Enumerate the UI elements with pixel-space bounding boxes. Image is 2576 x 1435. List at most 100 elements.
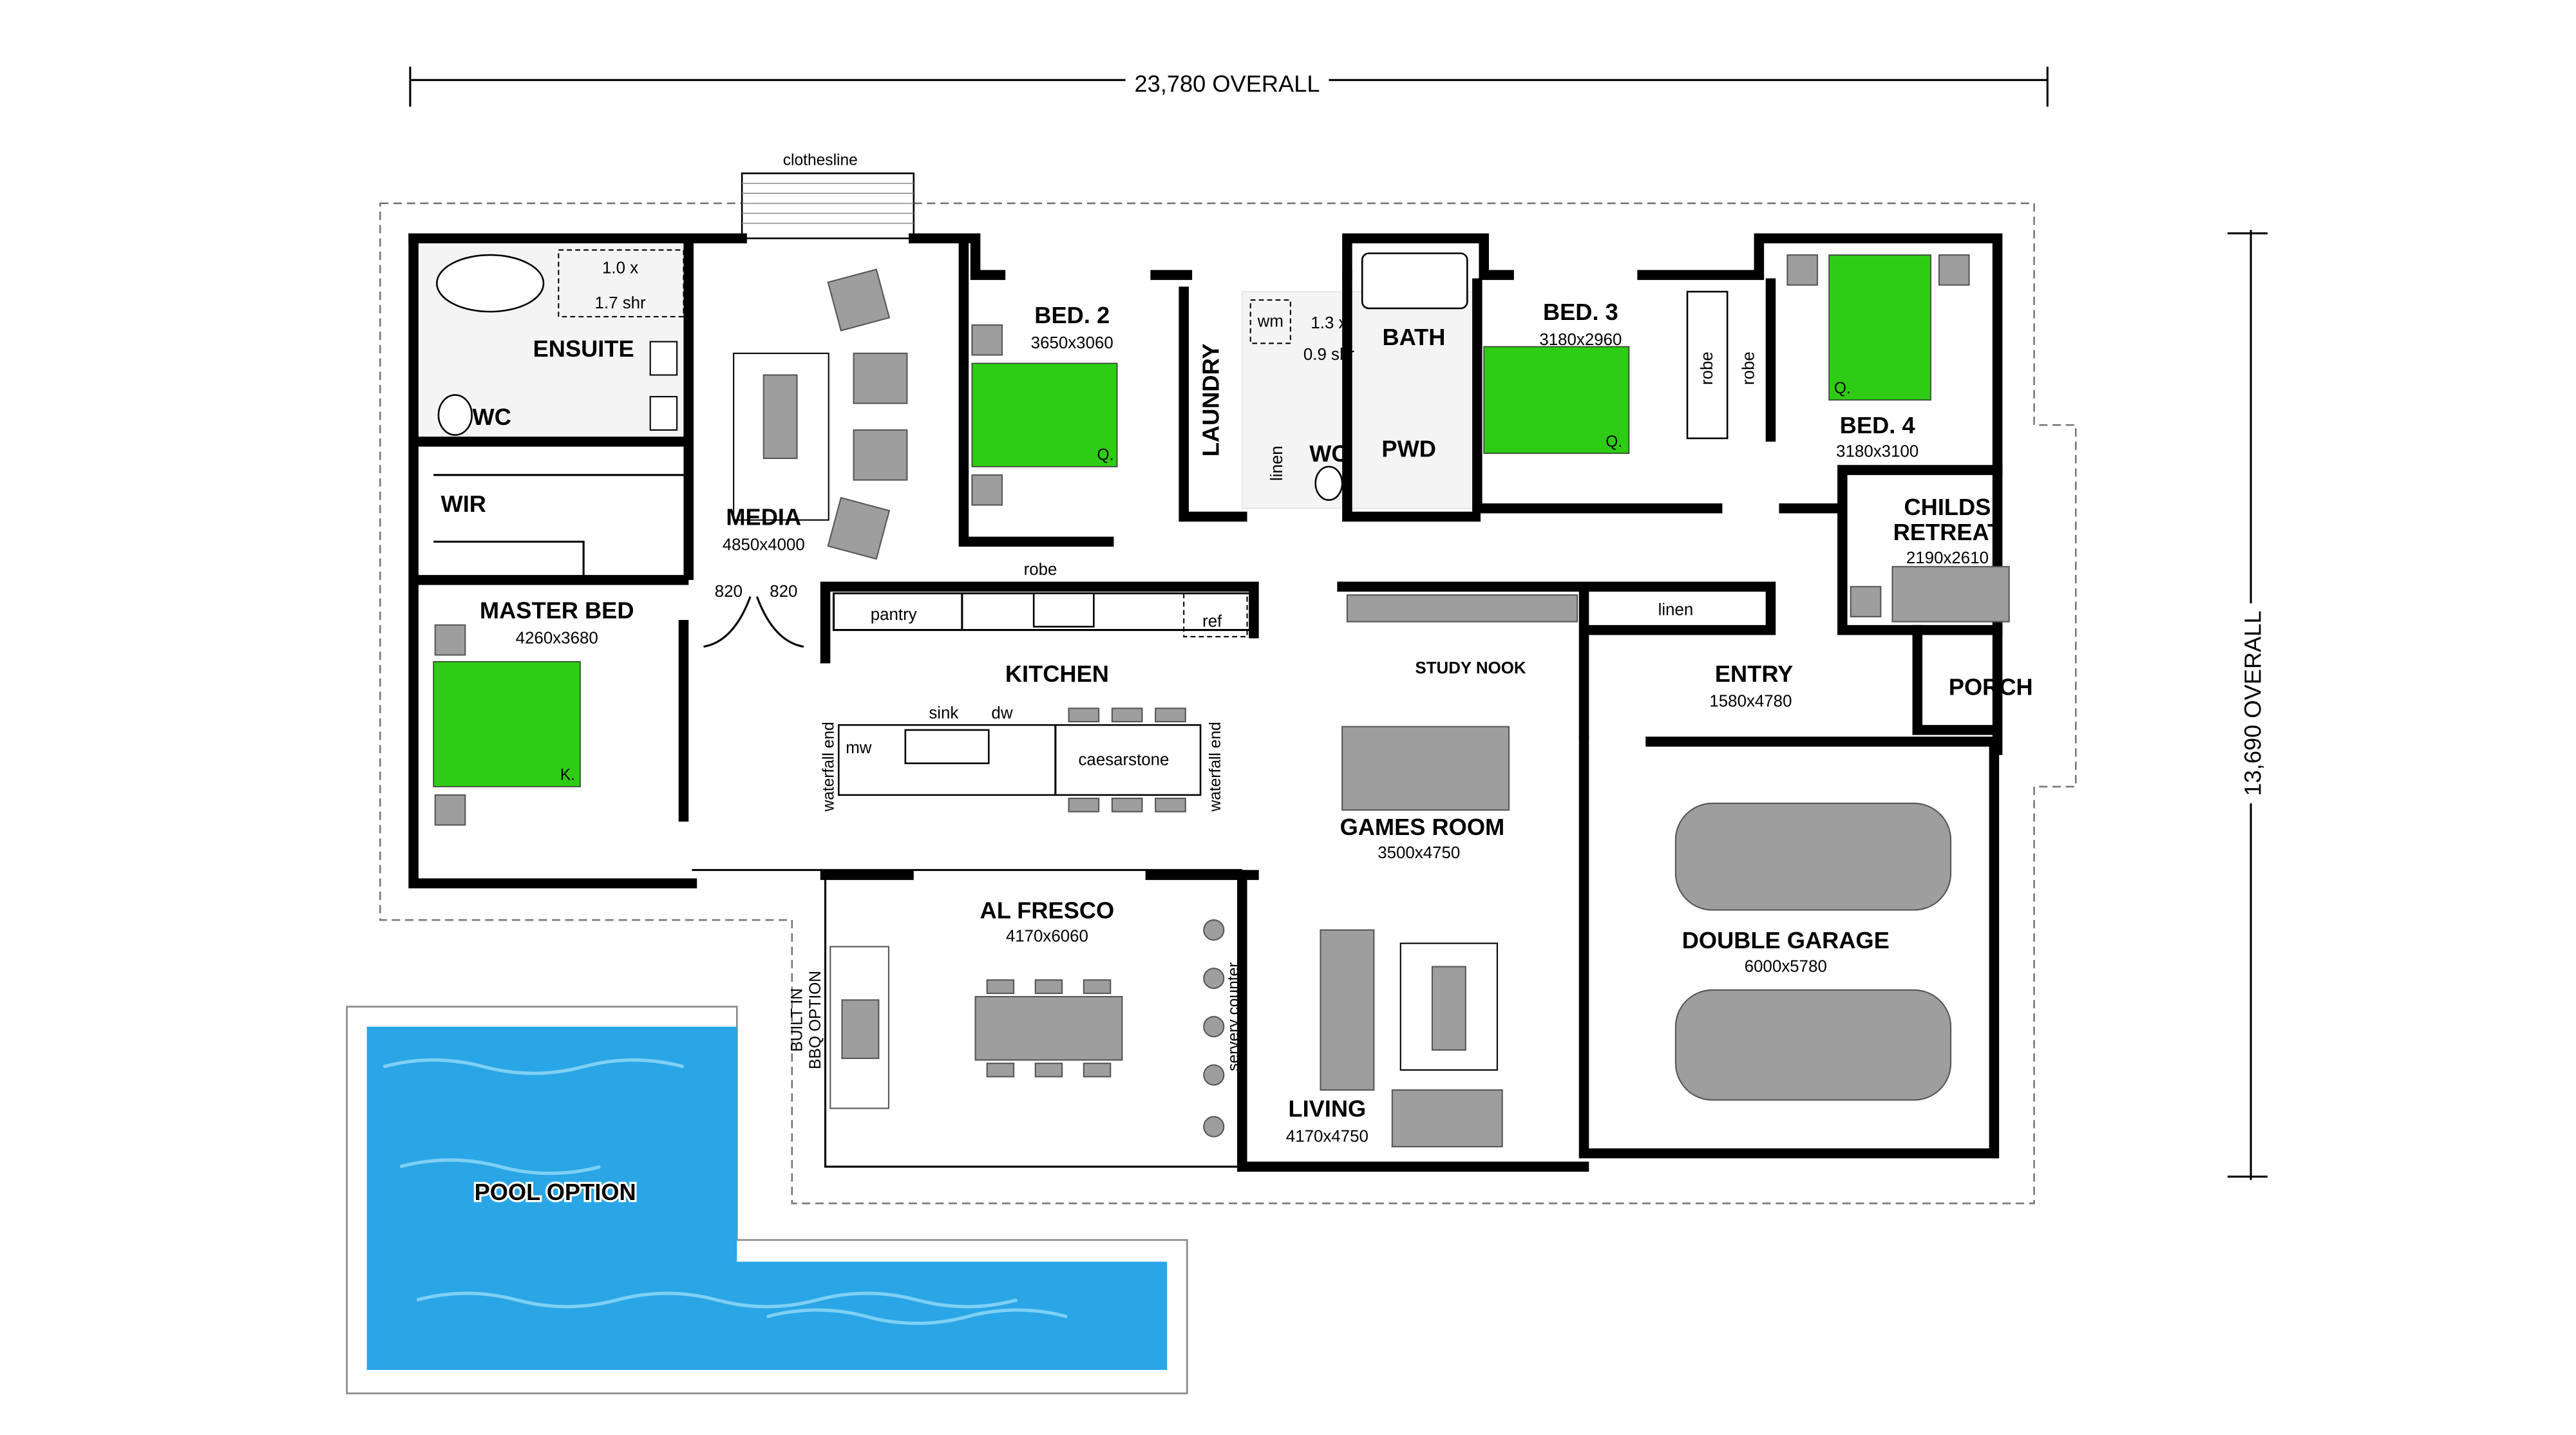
bed-icon [971,362,1118,467]
media-size: 4850x4000 [723,536,805,554]
door-width-label: 820 [770,583,797,601]
living: LIVING 4170x4750 [1286,929,1503,1148]
alfresco-label: AL FRESCO [980,897,1115,923]
dw-label: dw [991,704,1012,722]
overall-depth-dimension: 13,690 OVERALL [2227,230,2268,1180]
alfresco-size: 4170x6060 [1006,928,1088,946]
bed3-size: 3180x2960 [1539,331,1622,349]
entry-label: ENTRY [1715,661,1793,687]
bedroom-4: Q. BED. 4 3180x3100 [1786,254,1970,460]
bed-size-q: Q. [1605,433,1622,451]
island-bench [837,724,1202,796]
bed4-label: BED. 4 [1840,412,1915,438]
living-size: 4170x4750 [1286,1127,1368,1145]
bed-icon [1483,346,1630,454]
mw-label: mw [846,739,872,757]
childs-retreat-size: 2190x2610 [1906,549,1989,567]
childs-retreat-label-2: RETREAT [1893,519,2002,545]
games-room-label: GAMES ROOM [1340,814,1505,840]
bathtub-icon [436,254,545,313]
door-width-label: 820 [715,583,743,601]
wir-label: WIR [441,491,486,517]
pantry-label: pantry [871,606,917,624]
alfresco: AL FRESCO 4170x6060 BUILT IN BBQ OPTION … [788,897,1243,1138]
bathtub-icon [1361,252,1468,310]
basin-icon [649,341,678,376]
bed3-label: BED. 3 [1543,299,1618,325]
porch-label: PORCH [1949,674,2033,700]
bed-size-k: K. [560,767,575,784]
sofa-icon [1320,929,1375,1091]
ensuite-wc-label: WC [473,404,511,430]
living-label: LIVING [1288,1096,1366,1122]
master-bed-label: MASTER BED [480,597,634,623]
garage-label: DOUBLE GARAGE [1682,927,1889,953]
bed-size-q: Q. [1097,447,1114,464]
overall-width-label: 23,780 OVERALL [1134,70,1320,97]
kitchen-label: KITCHEN [1005,661,1109,687]
toilet-icon [1314,465,1343,501]
master-bedroom: K. MASTER BED 4260x3680 [433,597,634,826]
sink-icon [904,729,990,764]
study-nook-label: STUDY NOOK [1415,659,1526,677]
site-boundary [379,202,2077,1205]
master-bed-size: 4260x3680 [516,629,598,647]
kitchen: pantry ref KITCHEN sink dw mw caesarston… [820,592,1252,812]
sink-label: sink [929,704,958,722]
bath-shower-size-2: 0.9 shr [1303,346,1354,364]
bbq-label-2: BBQ OPTION [807,971,824,1069]
bbq-label: BUILT IN [788,988,806,1052]
waterfall-end-label: waterfall end [1207,722,1224,812]
ref-label: ref [1202,612,1222,630]
pool-label: POOL OPTION [475,1179,636,1205]
overall-depth-label: 13,690 OVERALL [2240,610,2266,796]
servery-counter-label: servery counter [1226,962,1243,1071]
bath-shower-size: 1.3 x [1311,314,1347,332]
waterfall-end-label: waterfall end [820,722,837,812]
bed2-label: BED. 2 [1034,302,1110,328]
car-icon [1674,989,1952,1101]
pool-table-icon [1341,726,1510,811]
sofa-icon [1391,1089,1503,1148]
walls [408,233,2003,1172]
games-room-size: 3500x4750 [1378,844,1460,862]
bed-size-q: Q. [1834,380,1851,397]
clothesline: clothesline [741,151,915,239]
garage: DOUBLE GARAGE 6000x5780 [1674,802,1952,1101]
toilet-icon [437,394,473,436]
pool: POOL OPTION [346,1006,1188,1394]
robe-label: robe [1740,352,1758,385]
laundry: LAUNDRY wm linen 1.3 x 0.9 shr WC BATH P… [1198,252,1468,501]
garage-size: 6000x5780 [1745,957,1827,975]
bath-label: BATH [1382,324,1445,350]
study-entry: STUDY NOOK linen ENTRY 1580x4780 PORCH G… [1340,594,2033,862]
basin-icon [649,396,678,431]
dining-table [974,996,1123,1061]
pwd-label: PWD [1381,435,1436,462]
media-room: MEDIA 4850x4000 820 820 [703,268,908,648]
ensuite-label: ENSUITE [533,335,634,362]
shower [558,249,685,317]
bed-icon [1828,254,1931,401]
clothesline-label: clothesline [783,151,858,169]
childs-retreat: CHILDS RETREAT 2190x2610 [1850,494,2010,623]
ensuite-shower-size-2: 1.7 shr [595,294,646,312]
armchair-icons [827,268,908,560]
caesarstone-label: caesarstone [1078,751,1169,769]
overall-width-dimension: 23,780 OVERALL [409,66,2049,107]
car-icon [1674,802,1952,911]
ensuite-shower-size: 1.0 x [602,259,638,277]
bed2-robe-label: robe [1024,561,1057,579]
ensuite: 1.0 x 1.7 shr ENSUITE WC WIR [433,249,685,580]
laundry-linen-label: linen [1268,446,1286,481]
laundry-label: LAUNDRY [1198,343,1224,456]
robe-label: robe [1698,352,1716,385]
bed2-size: 3650x3060 [1031,334,1113,352]
hall-linen-label: linen [1658,601,1694,619]
wet-area-floor [1242,291,1476,509]
media-label: MEDIA [726,503,801,530]
wm-label: wm [1257,312,1283,330]
wc-label: WC [1309,440,1348,467]
entry-size: 1580x4780 [1709,693,1792,711]
